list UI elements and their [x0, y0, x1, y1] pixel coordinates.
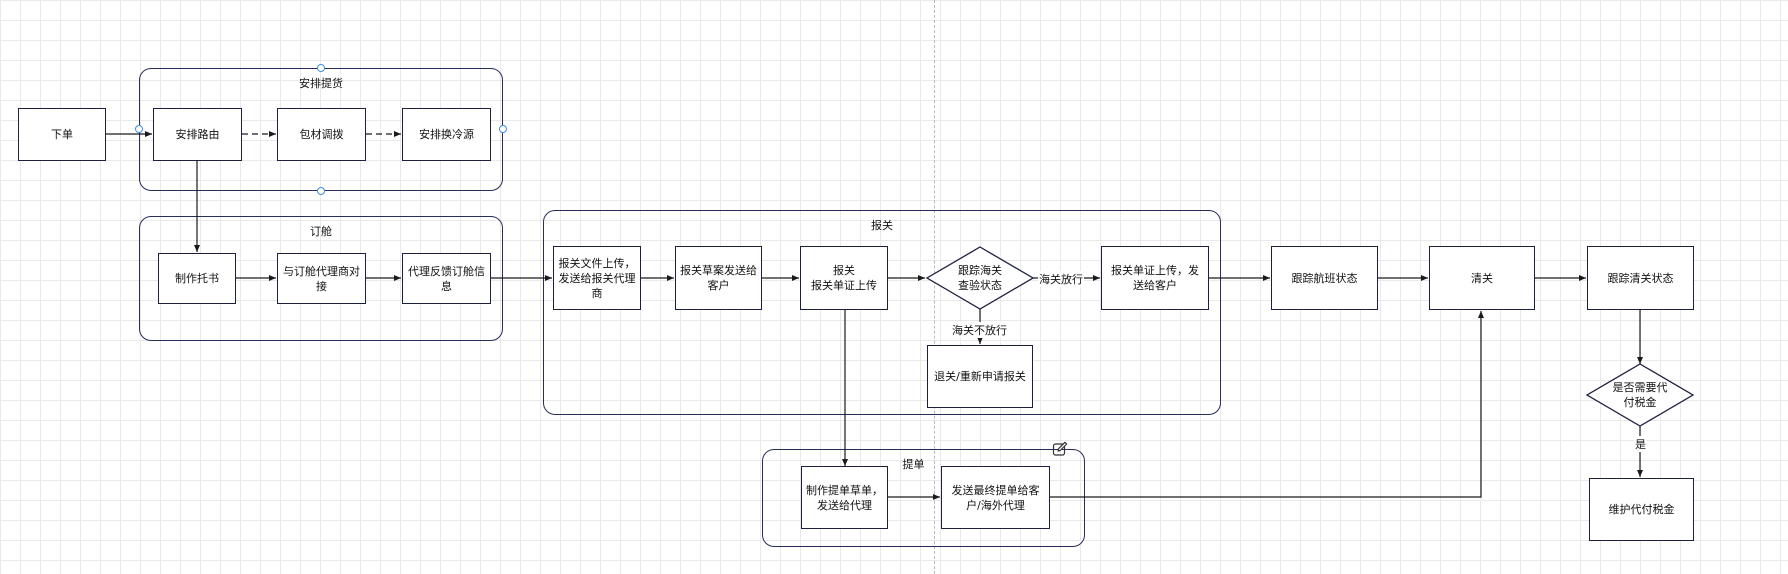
page-divider-line: [934, 0, 935, 574]
group-title: 安排提货: [299, 77, 343, 90]
node-agent-feedback-booking[interactable]: 代理反馈订舱信息: [402, 253, 491, 304]
group-customs[interactable]: 报关: [543, 210, 1221, 415]
group-title: 报关: [871, 219, 893, 232]
node-place-order[interactable]: 下单: [18, 108, 106, 161]
edge-label-customs-release: 海关放行: [1038, 271, 1084, 287]
group-title: 提单: [902, 458, 925, 471]
node-packaging-allocation[interactable]: 包材调拨: [277, 108, 366, 161]
edge-label-customs-not-release: 海关不放行: [951, 322, 1008, 338]
node-send-customs-draft[interactable]: 报关草案发送给客户: [675, 246, 762, 310]
group-title: 订舱: [310, 225, 332, 238]
decision-diamond-tax: [1585, 363, 1695, 427]
node-make-bl-draft[interactable]: 制作提单草单，发送给代理: [801, 466, 888, 529]
node-send-final-bl[interactable]: 发送最终提单给客户/海外代理: [941, 466, 1050, 529]
edit-icon[interactable]: [1052, 441, 1068, 457]
selection-handle[interactable]: [135, 125, 143, 133]
node-track-flight[interactable]: 跟踪航班状态: [1271, 246, 1378, 310]
node-arrange-cold-source[interactable]: 安排换冷源: [402, 108, 491, 161]
selection-handle[interactable]: [499, 125, 507, 133]
selection-handle[interactable]: [317, 187, 325, 195]
node-customs-upload-cert[interactable]: 报关 报关单证上传: [800, 246, 888, 310]
node-withdraw-reapply[interactable]: 退关/重新申请报关: [927, 345, 1033, 408]
node-maintain-tax[interactable]: 维护代付税金: [1589, 478, 1694, 541]
node-track-clearance[interactable]: 跟踪清关状态: [1587, 246, 1694, 310]
decision-customs-inspection[interactable]: 跟踪海关 查验状态: [958, 264, 1002, 292]
edge-label-yes: 是: [1634, 436, 1647, 452]
node-connect-booking-agent[interactable]: 与订舱代理商对接: [277, 253, 366, 304]
decision-diamond-customs: [925, 246, 1035, 310]
selection-handle[interactable]: [317, 64, 325, 72]
node-arrange-routing[interactable]: 安排路由: [153, 108, 242, 161]
node-make-booking-letter[interactable]: 制作托书: [158, 253, 236, 304]
decision-need-pay-tax[interactable]: 是否需要代付税金: [1612, 381, 1668, 409]
node-upload-customs-docs[interactable]: 报关文件上传，发送给报关代理商: [553, 246, 641, 310]
group-bill-of-lading[interactable]: 提单: [762, 449, 1085, 547]
node-upload-send-cert[interactable]: 报关单证上传，发送给客户: [1101, 246, 1209, 310]
node-clearance[interactable]: 清关: [1429, 246, 1535, 310]
